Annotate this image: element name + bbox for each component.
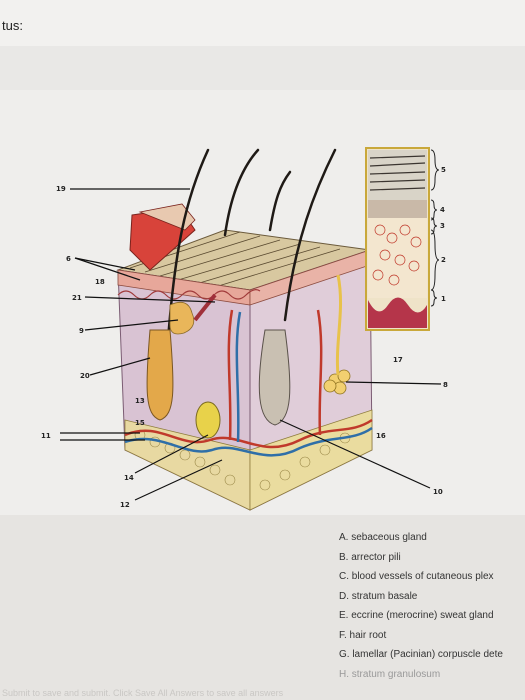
label-3: 3 [440, 222, 445, 230]
inset-brackets [430, 149, 440, 307]
label-19: 19 [56, 185, 66, 193]
submit-hint[interactable]: Submit to save and submit. Click Save Al… [2, 688, 284, 698]
sweat-duct [335, 274, 343, 376]
answer-option-f[interactable]: F. hair root [339, 629, 387, 641]
label-12: 12 [120, 501, 130, 509]
lamellar-corpuscle [195, 401, 221, 439]
label-18: 18 [95, 278, 105, 286]
label-17: 17 [393, 356, 403, 364]
hair-follicle-left [146, 329, 174, 421]
hair-follicle-right [258, 329, 291, 426]
label-13: 13 [135, 397, 145, 405]
sweat-gland [323, 369, 351, 395]
label-6: 6 [66, 255, 71, 263]
answer-option-b[interactable]: B. arrector pili [339, 551, 401, 563]
label-8: 8 [443, 381, 448, 389]
answer-option-g[interactable]: G. lamellar (Pacinian) corpuscle dete [339, 649, 503, 660]
label-4: 4 [440, 206, 445, 214]
label-5: 5 [441, 166, 446, 174]
label-21: 21 [72, 294, 82, 302]
skin-flap-top [138, 203, 196, 231]
fat-cells [134, 429, 351, 491]
hypodermis-side [249, 409, 373, 511]
label-16: 16 [376, 432, 386, 440]
answer-option-d[interactable]: D. stratum basale [339, 590, 418, 602]
label-14: 14 [124, 474, 134, 482]
answer-bank: A. sebaceous gland B. arrector pili C. b… [0, 515, 525, 700]
label-9: 9 [79, 327, 84, 335]
sebaceous-gland [169, 301, 195, 335]
top-bar: tus: [0, 0, 525, 47]
answer-option-c[interactable]: C. blood vessels of cutaneous plex [339, 571, 494, 582]
label-20: 20 [80, 372, 90, 380]
inset-layers [368, 150, 427, 328]
skin-diagram: 19 6 18 21 9 20 13 15 11 14 12 10 16 17 … [41, 147, 448, 511]
arrector-pili [193, 293, 217, 322]
label-2: 2 [441, 256, 446, 264]
answer-option-a[interactable]: A. sebaceous gland [339, 532, 427, 543]
label-11: 11 [41, 432, 51, 440]
label-10: 10 [433, 488, 443, 496]
answer-list: A. sebaceous gland B. arrector pili C. b… [339, 528, 525, 684]
label-1: 1 [441, 295, 446, 303]
status-label: tus: [2, 18, 23, 33]
label-15: 15 [135, 419, 145, 427]
leader-lines [60, 188, 442, 501]
blood-vessels [124, 309, 373, 457]
instruction-band [0, 46, 525, 91]
answer-option-h[interactable]: H. stratum granulosum [339, 668, 441, 680]
answer-option-e[interactable]: E. eccrine (merocrine) sweat gland [339, 610, 494, 621]
